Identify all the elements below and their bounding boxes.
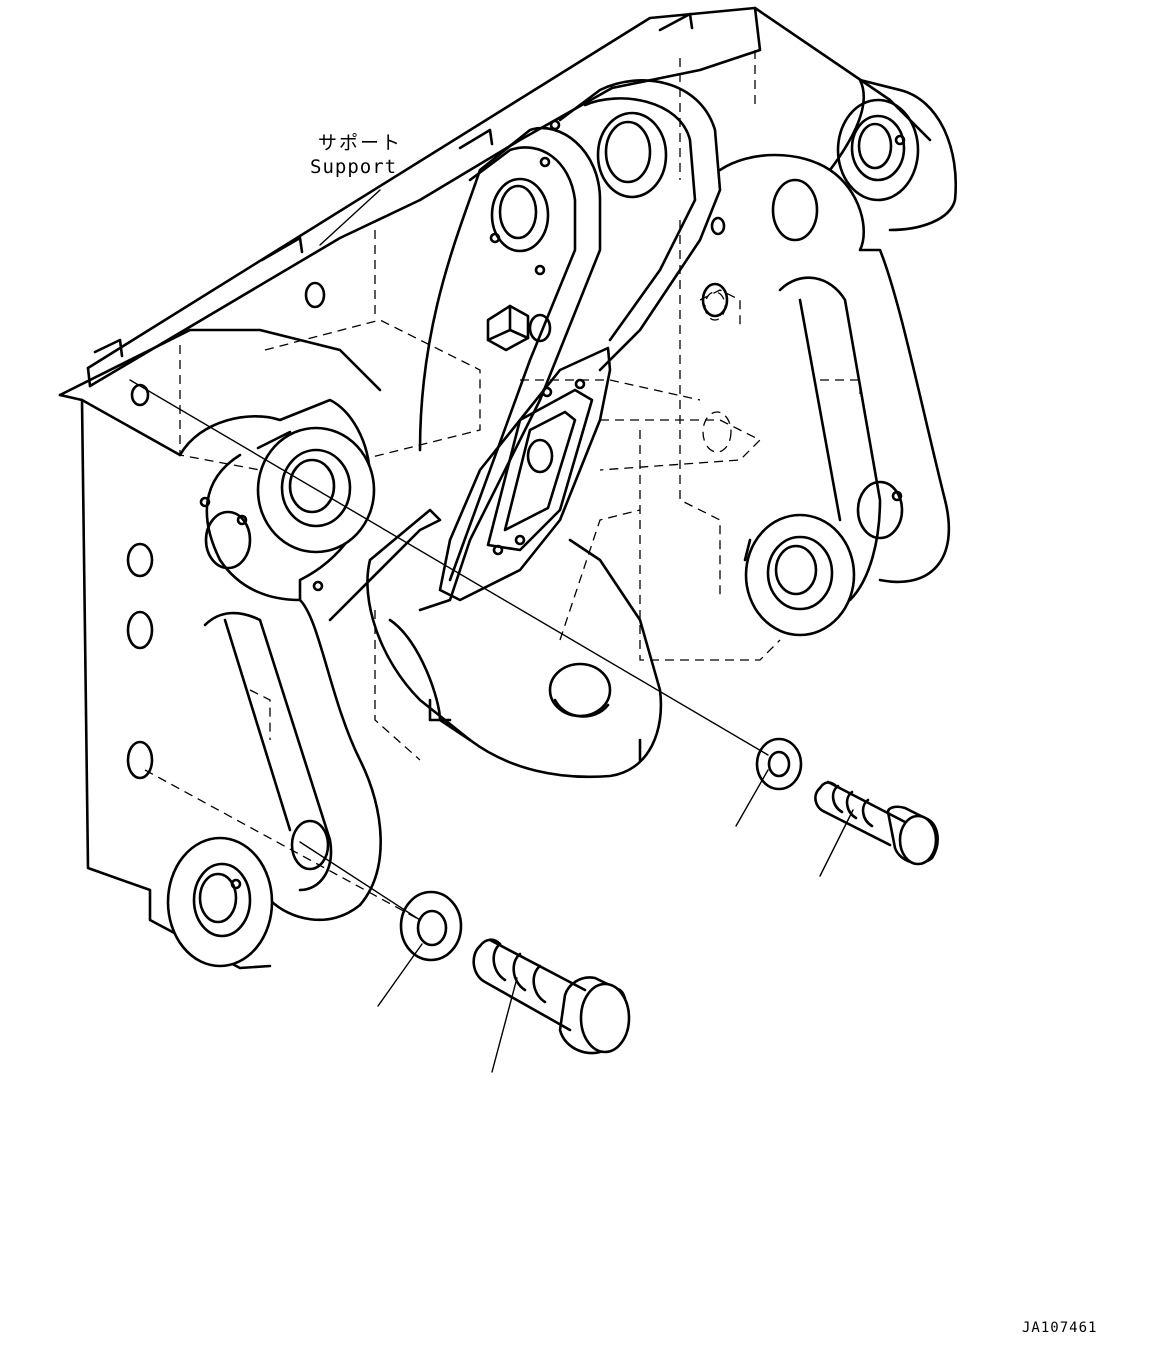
right-bracket-arm <box>701 78 958 637</box>
lower-lug <box>328 508 663 779</box>
support-label-en: Support <box>310 156 398 178</box>
drawing-number: JA107461 <box>1022 1320 1098 1336</box>
washer-upper <box>755 737 803 791</box>
bolt-lower <box>472 938 631 1055</box>
washer-lower <box>399 890 463 962</box>
left-bracket-arm <box>166 398 382 968</box>
bolt-upper <box>814 780 939 866</box>
support-leader <box>319 189 381 246</box>
center-link <box>418 79 722 612</box>
support-frame <box>58 6 932 970</box>
support-label-jp: サポート <box>318 132 403 154</box>
leader-lines <box>377 769 854 1073</box>
assembly-lines <box>129 379 769 921</box>
